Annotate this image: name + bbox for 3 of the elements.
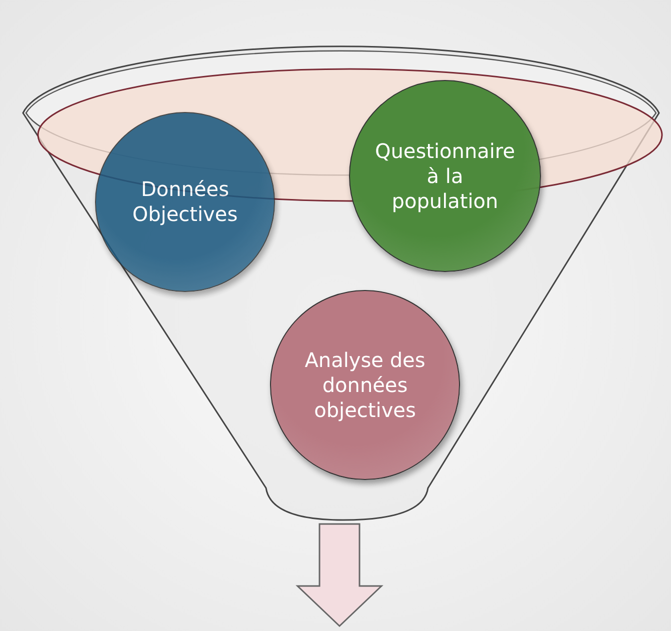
circle-label: Données Objectives	[131, 177, 239, 227]
circle-label: Questionnaire à la population	[374, 138, 516, 214]
circle-label: Analyse des données objectives	[304, 348, 426, 422]
